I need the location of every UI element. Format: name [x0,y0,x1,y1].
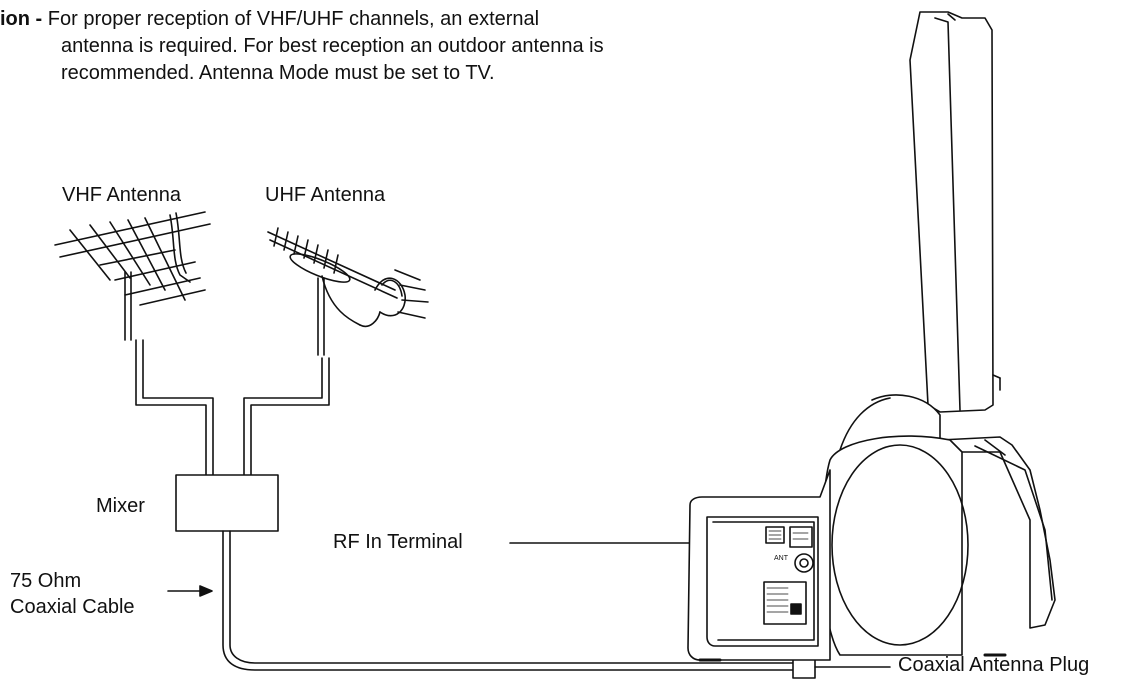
instruction-line-1: For proper reception of VHF/UHF channels… [47,8,540,30]
cable-arrow [167,585,213,597]
uhf-antenna-label: UHF Antenna [265,184,386,206]
section-heading-fragment: ion - [0,8,48,30]
coaxial-plug-label: Coaxial Antenna Plug [898,654,1090,676]
cable-label-line-1: 75 Ohm [10,570,82,592]
lead-in-wires [135,339,330,476]
vhf-antenna-illustration [54,211,211,341]
cable-label-line-2: Coaxial Cable [10,596,135,618]
ant-jack[interactable] [794,553,814,573]
terminal-block-2 [789,526,813,548]
coaxial-cable [222,530,796,671]
rf-in-terminal-label: RF In Terminal [333,531,463,553]
tv-side-view [687,11,1056,662]
mixer-box [175,474,279,532]
ant-jack-label: ANT [774,555,789,562]
instruction-line-3: recommended. Antenna Mode must be set to… [61,62,495,84]
instruction-paragraph: ion - For proper reception of VHF/UHF ch… [0,6,760,87]
instruction-line-2: antenna is required. For best reception … [61,35,604,57]
terminal-block-1 [765,526,785,544]
uhf-antenna-illustration [267,227,429,356]
mixer-label: Mixer [96,495,145,517]
vhf-antenna-label: VHF Antenna [62,184,181,206]
spec-label-plate [763,581,807,625]
